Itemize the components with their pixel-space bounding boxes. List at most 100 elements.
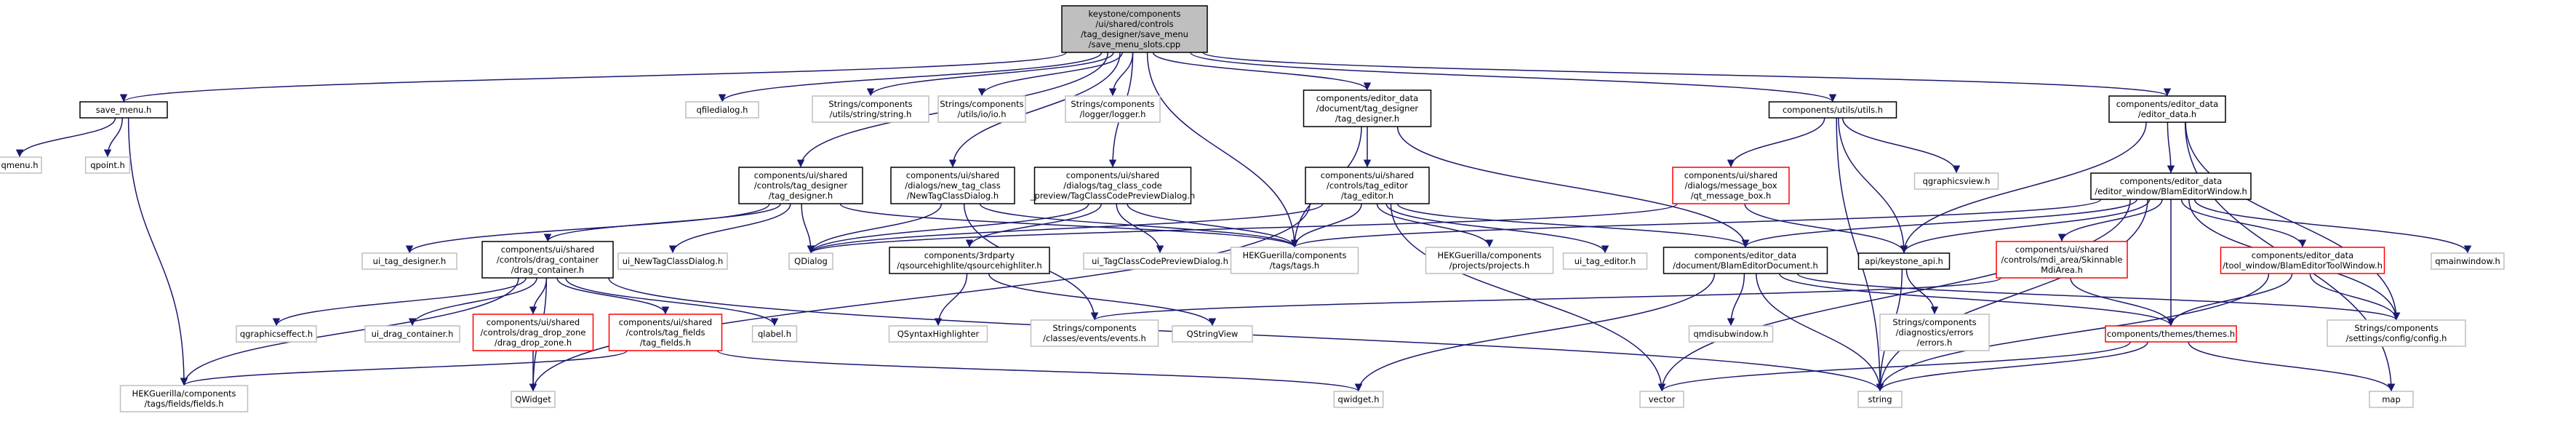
node-label: /controls/tag_editor — [1327, 180, 1408, 191]
node-label: HEKGuerilla/components — [1437, 250, 1541, 260]
node-label: components/ui/shared — [1066, 170, 1159, 180]
node-label: _preview/TagClassCodePreviewDialog.h — [1030, 191, 1195, 201]
node-label: map — [2382, 394, 2401, 404]
node-blam-window[interactable]: components/editor_data/editor_window/Bla… — [2090, 172, 2252, 200]
node-label: qmainwindow.h — [2435, 256, 2500, 266]
edge-preview-dialog-to-tags-h — [1127, 203, 1299, 248]
node-label: components/utils/utils.h — [1783, 105, 1883, 115]
node-save-menu[interactable]: save_menu.h — [79, 101, 168, 119]
node-preview-dialog[interactable]: components/ui/shared/dialogs/tag_class_c… — [1030, 167, 1195, 204]
edge-preview-dialog-to-ui-preview — [1116, 203, 1164, 254]
node-qpoint: qpoint.h — [84, 156, 131, 174]
node-qmainwindow: qmainwindow.h — [2431, 252, 2505, 270]
node-label: /dialogs/tag_class_code — [1063, 180, 1161, 191]
node-box — [1172, 325, 1253, 343]
node-label: ui_drag_container.h — [372, 329, 454, 339]
node-box — [2105, 325, 2237, 343]
node-label: /controls/tag_designer — [754, 180, 847, 191]
edge-root-to-io-h — [977, 52, 1123, 97]
edge-tag-editor-h-to-ui-tag-editor — [1385, 203, 1609, 254]
node-box — [2108, 95, 2226, 123]
node-box — [1857, 391, 1903, 408]
node-label: /tag_fields.h — [640, 338, 691, 348]
node-label: QSyntaxHighlighter — [897, 329, 980, 339]
edge-blam-doc-to-config-h — [1796, 273, 2400, 321]
node-box — [364, 325, 460, 343]
node-label: /ui/shared/controls — [1095, 19, 1173, 29]
node-box — [888, 325, 988, 343]
node-box — [685, 101, 759, 119]
node-root[interactable]: keystone/components/ui/shared/controls/t… — [1061, 5, 1208, 53]
edge-tag-fields-to-fields-h — [180, 350, 628, 386]
edge-blam-window-to-keystone-api — [1900, 199, 2151, 254]
node-editor-data-h[interactable]: components/editor_data/editor_data.h — [2108, 95, 2226, 123]
node-new-tag-dialog[interactable]: components/ui/shared/dialogs/new_tag_cla… — [890, 167, 1015, 204]
node-utils-h[interactable]: components/utils/utils.h — [1768, 101, 1897, 119]
node-keystone-api[interactable]: api/keystone_api.h — [1857, 252, 1951, 270]
edge-tag-editor-h-to-vector — [1390, 203, 1666, 392]
edge-editor-data-h-to-config-h — [2185, 121, 2401, 321]
node-box — [1065, 95, 1161, 123]
node-ed-tag-designer[interactable]: components/editor_data/document/tag_desi… — [1303, 89, 1432, 127]
node-qsource-hl[interactable]: components/3rdparty/qsourcehighlite/qsou… — [889, 247, 1050, 274]
edge-drag-container-to-fields-h — [180, 277, 519, 386]
node-message-box[interactable]: components/ui/shared/dialogs/message_box… — [1672, 167, 1790, 204]
edge-tag-editor-h-to-qwidget-cap — [529, 203, 1311, 392]
node-box — [889, 247, 1050, 274]
node-label: Strings/components — [1052, 323, 1136, 333]
node-label: /projects/projects.h — [1449, 260, 1530, 271]
node-blam-doc[interactable]: components/editor_data/document/BlamEdit… — [1663, 247, 1828, 274]
node-ui-tag-editor: ui_tag_editor.h — [1562, 252, 1648, 270]
node-box — [617, 252, 728, 270]
node-ui-tag-designer-h[interactable]: components/ui/shared/controls/tag_design… — [738, 167, 863, 204]
node-box — [890, 167, 1015, 204]
edge-blam-window-to-skinnable — [2057, 199, 2163, 242]
node-tag-fields[interactable]: components/ui/shared/controls/tag_fields… — [608, 314, 723, 351]
edge-editor-data-h-to-keystone-api — [1900, 121, 2147, 254]
node-label: components/ui/shared — [1684, 170, 1777, 180]
edge-ui-tag-designer-h-to-drag-container — [543, 203, 781, 242]
edge-save-menu-to-qmenu — [15, 117, 116, 158]
edge-root-to-qfiledialog — [718, 52, 1103, 103]
node-box — [481, 241, 614, 279]
node-qmenu: qmenu.h — [0, 156, 42, 174]
edge-editor-data-h-to-blam-window — [2167, 121, 2175, 174]
node-drag-container[interactable]: components/ui/shared/controls/drag_conta… — [481, 241, 614, 279]
node-box — [1768, 101, 1897, 119]
edge-root-to-logger-h — [1108, 52, 1134, 97]
node-projects-h: HEKGuerilla/components/projects/projects… — [1425, 247, 1554, 274]
node-label: /errors.h — [1917, 338, 1953, 348]
node-box — [2090, 172, 2252, 200]
node-box — [1333, 391, 1384, 408]
node-box — [1305, 167, 1430, 204]
node-qwidget-cap: QWidget — [511, 391, 556, 408]
node-box — [0, 156, 42, 174]
node-qdialog: QDialog — [788, 252, 833, 270]
node-box — [2369, 391, 2414, 408]
edge-message-box-to-keystone-api — [1744, 203, 1908, 254]
node-box — [472, 314, 594, 351]
node-events-h: Strings/components/classes/events/events… — [1030, 319, 1159, 347]
node-label: ui_tag_designer.h — [373, 256, 447, 266]
node-box — [1672, 167, 1790, 204]
node-label: /editor_window/BlamEditorWindow.h — [2095, 186, 2247, 196]
node-label: /controls/mdi_area/Skinnable — [2001, 255, 2123, 265]
edge-preview-dialog-to-qdialog — [807, 203, 1089, 254]
node-themes-h[interactable]: components/themes/themes.h — [2105, 325, 2237, 343]
node-label: /controls/drag_drop_zone — [480, 327, 585, 338]
node-skinnable[interactable]: components/ui/shared/controls/mdi_area/S… — [1996, 241, 2128, 279]
edge-blam-doc-to-qwidget-h — [1354, 273, 1716, 392]
edge-qsource-hl-to-qsyntax — [934, 273, 968, 327]
node-drag-drop-zone[interactable]: components/ui/shared/controls/drag_drop_… — [472, 314, 594, 351]
edge-root-to-save-menu — [120, 52, 1067, 103]
node-tag-editor-h[interactable]: components/ui/shared/controls/tag_editor… — [1305, 167, 1430, 204]
node-label: /document/tag_designer — [1316, 103, 1419, 113]
node-box — [1061, 5, 1208, 53]
node-label: /tags/fields/fields.h — [144, 399, 223, 409]
node-tool-window[interactable]: components/editor_data/tool_window/BlamE… — [2220, 247, 2385, 274]
node-label: qpoint.h — [90, 160, 125, 170]
node-box — [2220, 247, 2385, 274]
node-label: qfiledialog.h — [697, 105, 748, 115]
node-label: ui_TagClassCodePreviewDialog.h — [1092, 256, 1228, 266]
